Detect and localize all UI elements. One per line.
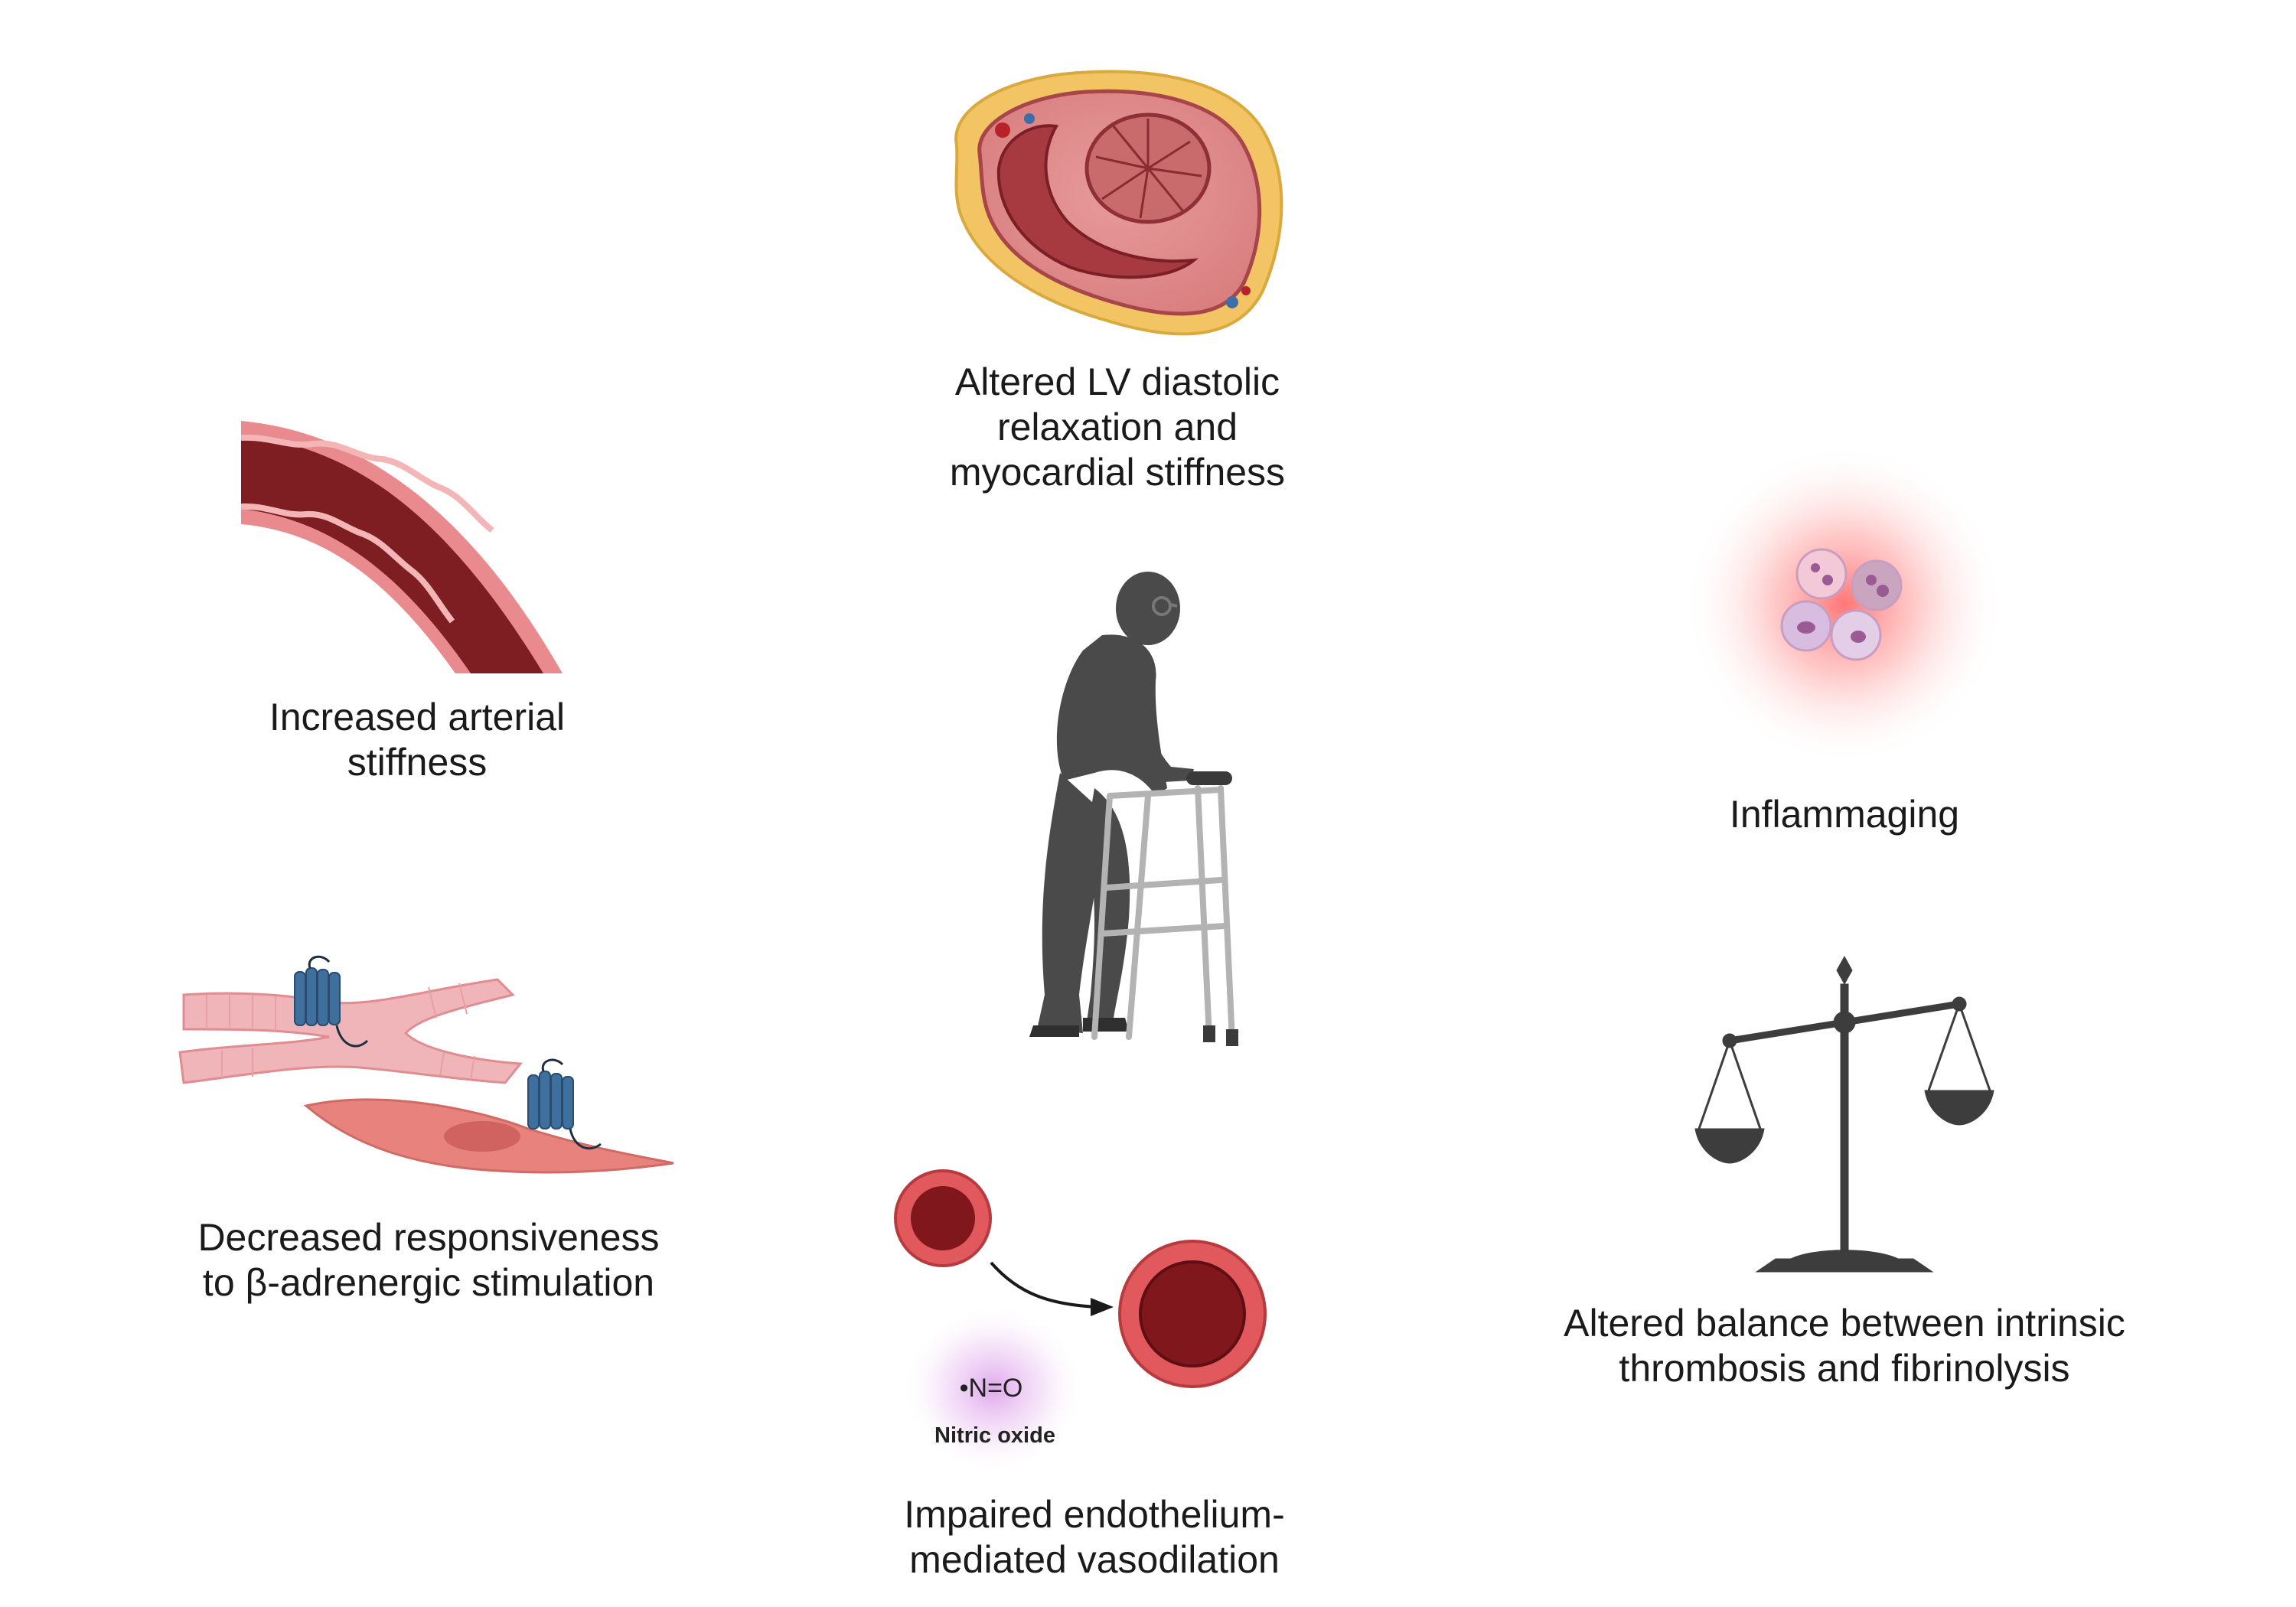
endothelium-caption-line-1: Impaired endothelium- [904,1493,1285,1536]
lv-caption-line-1: Altered LV diastolic [954,360,1280,403]
balance-scale-icon [1694,955,1994,1273]
beta-caption-line-2: to β-adrenergic stimulation [202,1261,655,1304]
heart-cross-section-icon [954,70,1283,336]
lv-caption-line-3: myocardial stiffness [949,451,1286,494]
arterial-caption: Increased arterial stiffness [207,695,628,785]
artery-icon [240,421,563,673]
balance-caption-line-1: Altered balance between intrinsic [1564,1302,2125,1345]
beta-caption-line-1: Decreased responsiveness [197,1216,660,1259]
elderly-walker-icon [1029,572,1238,1046]
arterial-caption-line-2: stiffness [347,741,488,784]
inflammaging-caption-line-1: Inflammaging [1729,793,1960,836]
no-label: Nitric oxide [934,1423,1055,1448]
inflammaging-caption: Inflammaging [1615,792,2074,837]
receptor-cells-icon [178,955,674,1174]
arterial-caption-line-1: Increased arterial [269,696,566,738]
balance-caption-line-2: thrombosis and fibrinolysis [1619,1347,2070,1390]
lv-caption: Altered LV diastolic relaxation and myoc… [880,360,1355,495]
endothelium-caption-line-2: mediated vasodilation [909,1538,1280,1581]
immune-cells-icon [1684,444,2005,765]
no-formula: •N=O [959,1374,1023,1403]
red-blood-cell-icon [894,1169,1267,1473]
endothelium-caption: Impaired endothelium- mediated vasodilat… [865,1492,1324,1583]
lv-caption-line-2: relaxation and [996,406,1238,448]
balance-caption: Altered balance between intrinsic thromb… [1538,1301,2151,1391]
beta-caption: Decreased responsiveness to β-adrenergic… [153,1215,704,1305]
